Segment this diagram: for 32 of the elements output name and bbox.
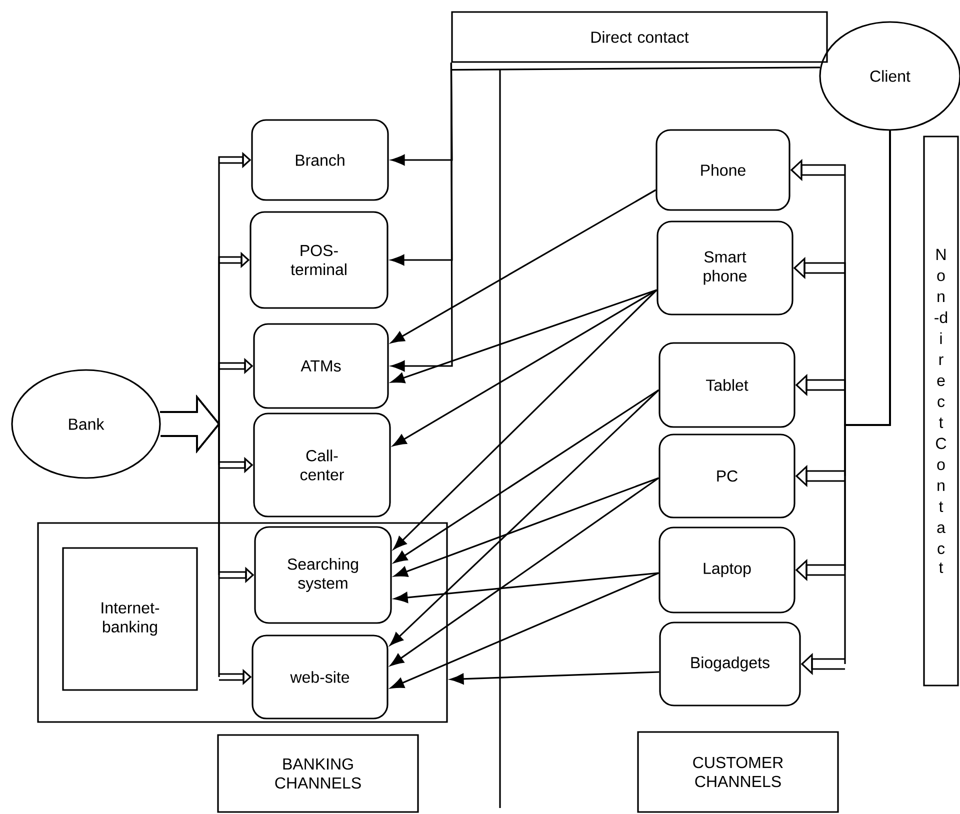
rounded-box: Call-center (253, 412, 391, 518)
ellipse-node: Bank (11, 369, 161, 479)
connector-line (451, 66, 820, 71)
arrow (392, 289, 658, 446)
rounded-box: Tablet (658, 342, 796, 428)
arrow (450, 671, 660, 684)
square-box: Internet-banking (62, 547, 198, 691)
arrow (390, 572, 660, 688)
arrow (393, 289, 658, 550)
caption-box: BANKING CHANNELS (217, 734, 419, 813)
rounded-box: Biogadgets (659, 622, 801, 706)
group-frame (37, 522, 448, 723)
rounded-box: Branch (251, 119, 389, 201)
rounded-box: Phone (656, 129, 790, 211)
arrow (394, 477, 659, 577)
arrow (394, 389, 660, 563)
rounded-box: PC (658, 434, 796, 518)
heading-box: Direct contact (451, 11, 828, 63)
arrow (390, 189, 656, 344)
rounded-box: Smart phone (656, 220, 794, 316)
rounded-box: web-site (252, 634, 388, 720)
rounded-box: POS-terminal (250, 211, 388, 309)
caption-box: CUSTOMER CHANNELS (637, 731, 839, 813)
rounded-box: ATMs (253, 323, 389, 409)
arrow (391, 62, 453, 372)
arrow (394, 572, 659, 603)
arrow (390, 477, 660, 666)
vertical-label-box: Non-direct Contact (923, 136, 959, 686)
rounded-box: Searching system (254, 526, 392, 624)
arrow (390, 389, 660, 646)
rounded-box: Laptop (658, 526, 796, 614)
arrow (391, 289, 657, 384)
